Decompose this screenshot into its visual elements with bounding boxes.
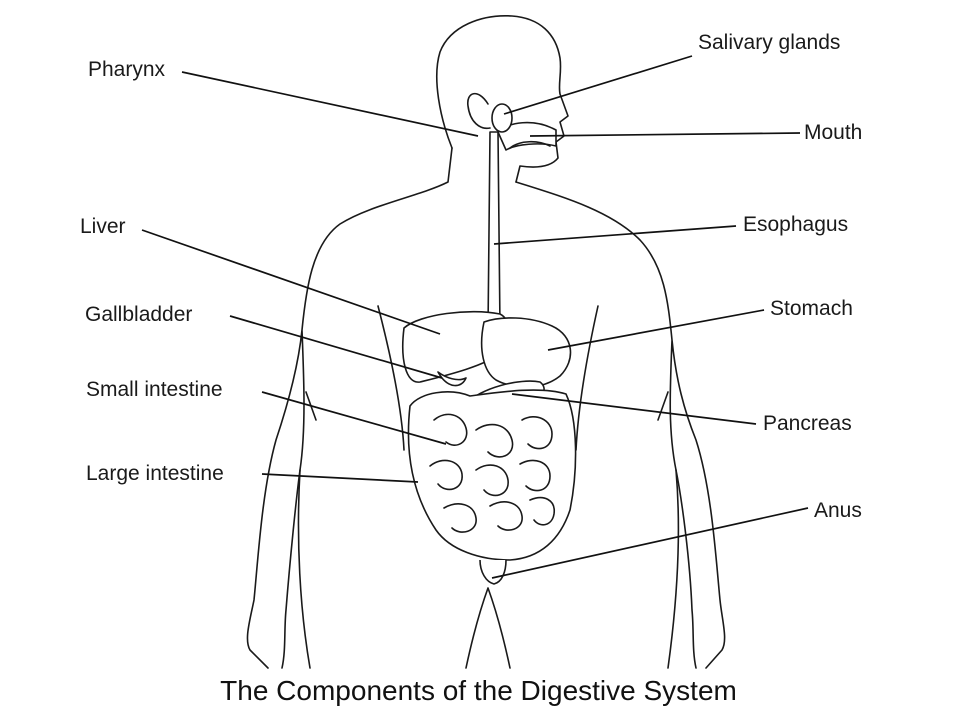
label-esophagus: Esophagus (743, 213, 849, 236)
leader-pharynx (181, 71, 479, 137)
leader-gallbladder (229, 315, 443, 379)
small-intestine-coils (429, 413, 555, 533)
rectum-organ (479, 559, 507, 585)
leader-large-intestine (261, 473, 419, 483)
leader-stomach (547, 309, 765, 351)
label-anus: Anus (814, 499, 862, 522)
torso-sides (377, 305, 599, 451)
leader-mouth (529, 132, 801, 137)
large-intestine-organ (407, 389, 577, 561)
gallbladder-organ (437, 371, 467, 387)
label-stomach: Stomach (770, 297, 853, 320)
leader-esophagus (493, 225, 737, 245)
diagram-title: The Components of the Digestive System (220, 675, 737, 706)
organs (401, 103, 577, 585)
tongue (509, 140, 551, 149)
leader-pancreas (511, 393, 757, 425)
label-salivary-glands: Salivary glands (698, 31, 841, 54)
right-torso-arm-outline (515, 181, 726, 669)
label-large-intestine: Large intestine (86, 462, 224, 485)
label-mouth: Mouth (804, 121, 863, 144)
left-torso-arm-outline (246, 147, 453, 669)
leader-lines (141, 55, 809, 579)
ear-outline (467, 92, 491, 130)
body-outline (246, 15, 726, 669)
head-outline (435, 15, 569, 183)
esophagus-tube (487, 131, 501, 331)
leader-small-intestine (261, 391, 447, 445)
label-small-intestine: Small intestine (86, 378, 223, 401)
leader-anus (491, 507, 809, 579)
label-pharynx: Pharynx (88, 58, 166, 81)
hips-legs-outline (297, 469, 680, 669)
salivary-gland (491, 103, 513, 133)
label-gallbladder: Gallbladder (85, 303, 193, 326)
leader-salivary-glands (503, 55, 693, 115)
stomach-organ (480, 317, 572, 388)
label-pancreas: Pancreas (763, 412, 852, 435)
leader-liver (141, 229, 441, 335)
label-liver: Liver (80, 215, 126, 238)
